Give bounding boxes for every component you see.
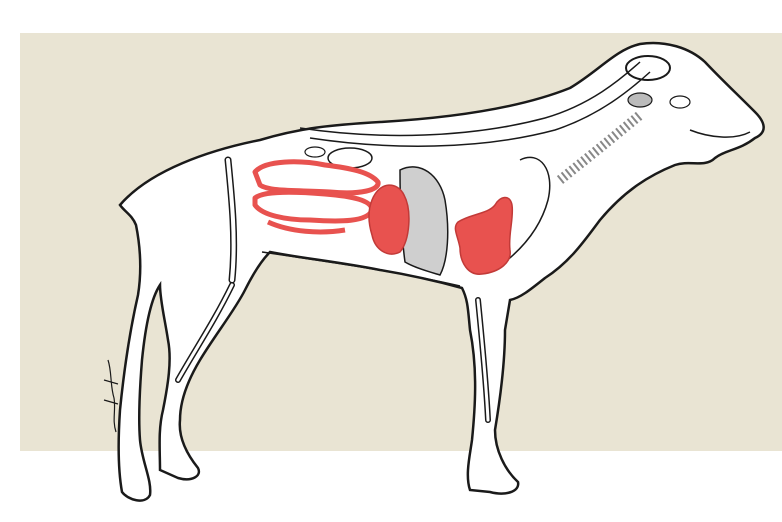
small-organ	[305, 147, 325, 157]
liver-heart-lobes	[369, 185, 409, 254]
skull-nasal-detail	[628, 93, 652, 107]
artist-signature	[104, 360, 118, 432]
